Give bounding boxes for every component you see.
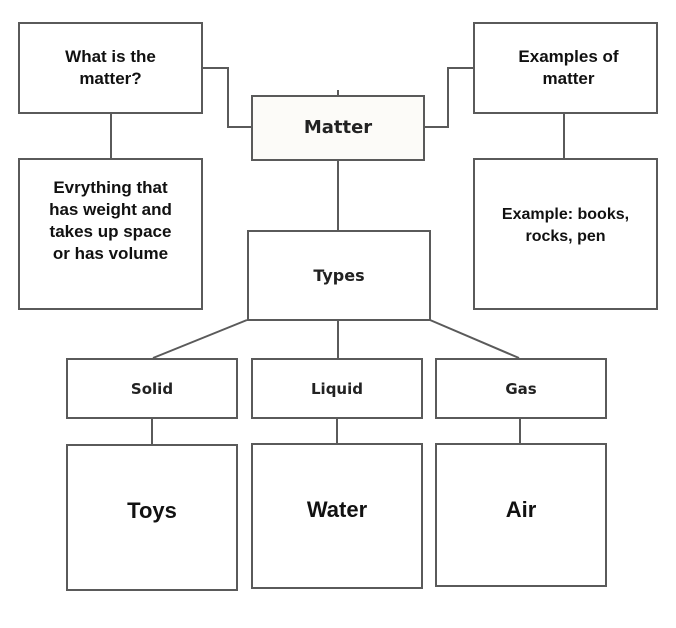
state-label: Liquid — [311, 379, 363, 398]
state-label: Gas — [505, 379, 537, 398]
example-box-gas: Air — [435, 443, 607, 587]
connector-types-to-gas — [429, 319, 520, 359]
examples-text: Example: books, rocks, pen — [501, 206, 630, 245]
state-box-liquid: Liquid — [251, 358, 423, 419]
example-text: Air — [505, 497, 537, 522]
central-node-label: Matter — [303, 117, 373, 138]
question-box-examples: Examples of matter — [473, 22, 658, 114]
types-node: Types — [247, 230, 431, 321]
central-node-matter: Matter — [251, 95, 425, 161]
example-text: Water — [306, 497, 368, 522]
definition-text: Evrything that has weight and takes up s… — [49, 178, 172, 263]
types-label: Types — [313, 265, 365, 285]
connector-question-to-matter — [202, 67, 251, 128]
example-text: Toys — [127, 497, 177, 523]
example-box-liquid: Water — [251, 443, 423, 589]
example-box-solid: Toys — [66, 444, 238, 591]
state-box-gas: Gas — [435, 358, 607, 419]
state-label: Solid — [130, 379, 174, 398]
question-text: What is the matter? — [65, 47, 156, 88]
state-box-solid: Solid — [66, 358, 238, 419]
connector-types-to-solid — [152, 319, 248, 359]
connector-matter-to-examples — [424, 67, 473, 128]
question-box-what-is-matter: What is the matter? — [18, 22, 203, 114]
definition-box: Evrything that has weight and takes up s… — [18, 158, 203, 310]
examples-box: Example: books, rocks, pen — [473, 158, 658, 310]
examples-heading-text: Examples of matter — [518, 47, 619, 88]
